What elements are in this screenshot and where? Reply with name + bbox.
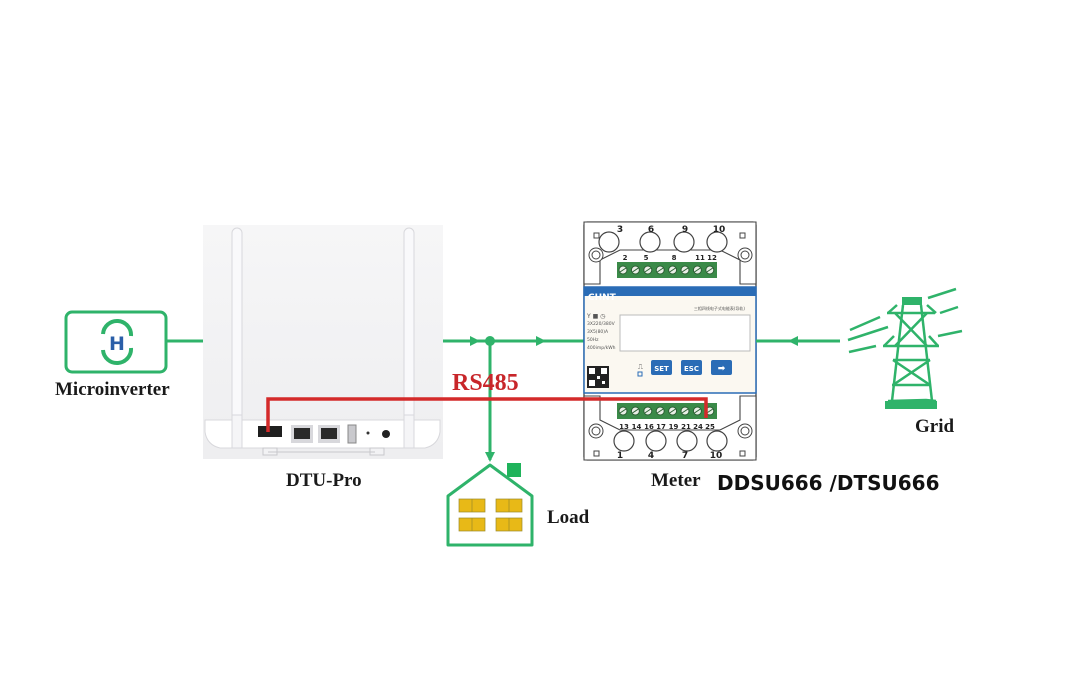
ethernet-port [291, 425, 313, 443]
top-screw-holes [588, 231, 753, 263]
rs485-port [258, 426, 282, 437]
meter-set-button[interactable]: SET [651, 360, 672, 375]
terminal-label: 12 [707, 254, 717, 262]
dc-port [382, 430, 390, 438]
reset-button [366, 431, 370, 435]
flow-line-load [485, 341, 495, 462]
meter-spec-line: 3X5(80)A [587, 329, 609, 335]
meter-device: CHNT 三相四线电子式电能表(导轨) Y ■ ◷ 3X220/380V 3X5(… [583, 221, 757, 461]
load-label: Load [547, 507, 590, 528]
bottom-screw-holes [588, 423, 753, 457]
dtu-pro-label: DTU-Pro [286, 470, 362, 491]
terminal-label: 6 [648, 225, 654, 235]
usb-port [347, 424, 357, 444]
meter-esc-button[interactable]: ESC [681, 360, 702, 375]
top-terminal-strip [617, 262, 717, 278]
svg-text:Y ■ ◷: Y ■ ◷ [586, 313, 605, 320]
terminal-label: 10 [710, 451, 723, 461]
meter-label: Meter [651, 470, 701, 491]
terminal-label: 5 [644, 254, 649, 262]
terminal-label: 8 [672, 254, 677, 262]
svg-text:⎍: ⎍ [638, 363, 643, 371]
svg-text:ESC: ESC [684, 365, 699, 373]
terminal-label: 11 [695, 254, 705, 262]
terminal-label: 25 [705, 423, 715, 431]
dtu-pro-device [203, 225, 443, 459]
terminal-label: 9 [682, 225, 688, 235]
logo-letter: H [109, 333, 125, 355]
house-icon [446, 463, 534, 547]
rs485-label: RS485 [452, 370, 519, 396]
qr-code-icon [587, 366, 609, 388]
power-tower-icon [847, 287, 963, 409]
svg-text:➡: ➡ [718, 364, 726, 374]
meter-arrow-button[interactable]: ➡ [711, 360, 732, 375]
terminal-label: 19 [669, 423, 679, 431]
terminal-label: 17 [656, 423, 666, 431]
rs485-wire [266, 397, 708, 432]
terminal-label: 24 [693, 423, 703, 431]
meter-model-label: DDSU666 /DTSU666 [717, 471, 940, 495]
meter-subtitle: 三相四线电子式电能表(导轨) [694, 305, 746, 311]
meter-spec-line: 3X220/380V [587, 321, 616, 327]
terminal-label: 1 [617, 451, 623, 461]
terminal-label: 4 [648, 451, 654, 461]
terminal-label: 13 [619, 423, 629, 431]
terminal-label: 3 [617, 225, 623, 235]
terminal-label: 7 [682, 451, 688, 461]
terminal-label: 14 [632, 423, 642, 431]
microinverter-node: H [64, 310, 168, 374]
meter-spec-text: 3X220/380V 3X5(80)A 50Hz 400imp/kWh [587, 321, 616, 351]
flow-line-dtu-meter [443, 336, 584, 346]
meter-spec-line: 50Hz [587, 337, 599, 343]
grid-label: Grid [915, 416, 955, 437]
svg-text:SET: SET [654, 365, 669, 373]
terminal-label: 16 [644, 423, 654, 431]
flow-line-grid-meter [756, 336, 840, 346]
bottom-terminal-strip [617, 403, 717, 419]
pulse-led-icon: ⎍ [637, 363, 643, 377]
hoymiles-h-logo-icon: H [101, 318, 134, 366]
terminal-label: 21 [681, 423, 691, 431]
meter-brand: CHNT [588, 293, 617, 303]
meter-status-icons: Y ■ ◷ [586, 313, 605, 320]
meter-lcd-screen [619, 314, 751, 352]
dtu-port [318, 425, 340, 443]
meter-spec-line: 400imp/kWh [587, 345, 616, 351]
microinverter-label: Microinverter [55, 379, 170, 400]
terminal-label: 2 [623, 254, 628, 262]
terminal-label: 10 [713, 225, 726, 235]
